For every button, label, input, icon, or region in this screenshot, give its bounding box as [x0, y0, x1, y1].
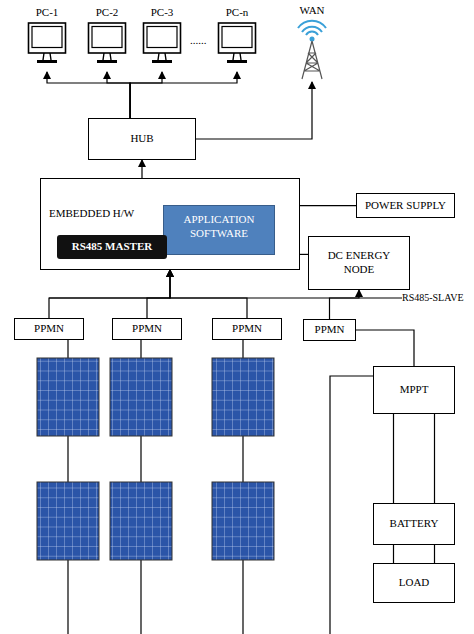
connector-line: [356, 330, 414, 366]
connector-line: [330, 290, 360, 319]
node-label: BATTERY: [390, 517, 439, 531]
embedded-hardware: EMBEDDED H/W APPLICATION SOFTWARE RS485 MA…: [40, 178, 300, 270]
node-label: HUB: [130, 132, 153, 146]
connector-line: [107, 72, 130, 118]
mppt-box: MPPT: [373, 366, 455, 414]
connector-line: [49, 270, 170, 318]
connector-line: [141, 160, 142, 178]
ppmn-box: PPMN: [303, 319, 356, 341]
node-label: POWER SUPPLY: [365, 199, 446, 213]
load-box: LOAD: [373, 563, 455, 603]
node-label: PPMN: [232, 322, 262, 336]
connector-line: [393, 545, 394, 563]
monitor-icon: [87, 20, 127, 66]
bus-label: RS485-SLAVE: [402, 292, 464, 303]
monitor-icon: [27, 20, 67, 66]
node-label: WAN: [299, 4, 324, 18]
node-label: PC-1: [36, 6, 59, 20]
software-box: APPLICATION SOFTWARE: [163, 205, 275, 255]
node-label: EMBEDDED H/W: [49, 207, 134, 221]
battery-box: BATTERY: [373, 503, 455, 545]
node-label: PC-n: [226, 6, 249, 20]
node-label: PPMN: [315, 323, 345, 337]
wan-tower: WAN: [284, 4, 340, 82]
pc-terminal: PC-2: [84, 6, 130, 72]
node-label: PC-3: [151, 6, 174, 20]
node-label: MPPT: [400, 383, 429, 397]
monitor-icon: [142, 20, 182, 66]
connector-line: [170, 270, 247, 318]
connector-line: [434, 414, 435, 503]
node-label: APPLICATION SOFTWARE: [168, 213, 270, 241]
node-label: RS485 MASTER: [72, 240, 152, 254]
master-box: RS485 MASTER: [57, 235, 167, 259]
connector-line: [300, 205, 356, 206]
monitor-icon: [217, 20, 257, 66]
energy-node-box: DC ENERGY NODE: [308, 236, 410, 290]
connector-line: [393, 414, 394, 503]
solar-panel: [37, 358, 274, 560]
node-label: PPMN: [34, 322, 64, 336]
node-label: LOAD: [399, 576, 430, 590]
node-label: PC-2: [96, 6, 119, 20]
hub-box: HUB: [88, 118, 196, 160]
node-label: DC ENERGY NODE: [321, 249, 397, 277]
ppmn-box: PPMN: [14, 318, 84, 340]
pc-terminal: PC-1: [24, 6, 70, 72]
connector-line: [130, 72, 237, 118]
connector-line: [434, 545, 435, 563]
power-supply-box: POWER SUPPLY: [356, 193, 455, 218]
connector-line: [147, 270, 170, 318]
ppmn-box: PPMN: [112, 318, 182, 340]
node-label: PPMN: [132, 322, 162, 336]
pc-terminal: PC-3: [139, 6, 185, 72]
connector-line: [300, 254, 308, 255]
connector-line: [196, 82, 312, 139]
ppmn-box: PPMN: [212, 318, 282, 340]
pc-terminal: PC-n: [214, 6, 260, 72]
tower-icon: [287, 18, 337, 80]
connector-line: [47, 72, 130, 118]
panel-wires: [68, 340, 373, 634]
connector-line: [130, 72, 162, 118]
ellipsis-label: ......: [190, 34, 207, 46]
